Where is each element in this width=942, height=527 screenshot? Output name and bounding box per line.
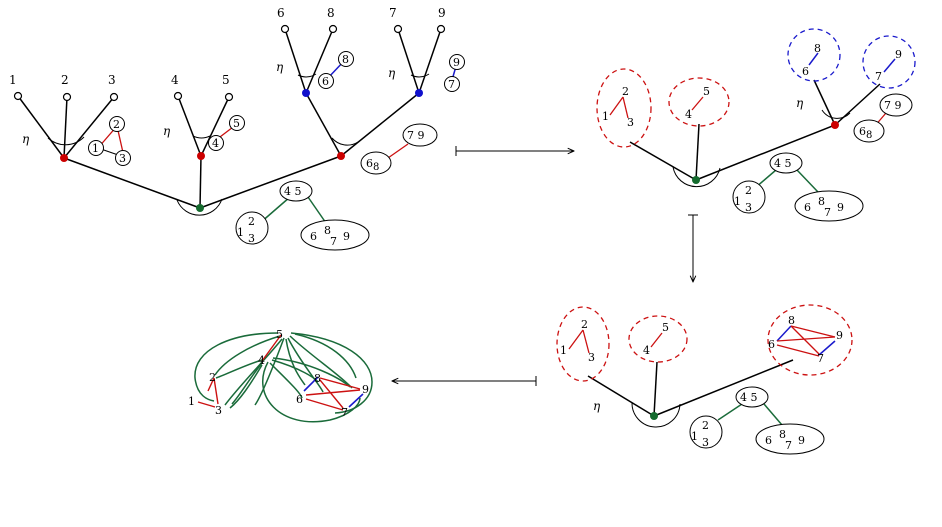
panel-tree-initial: 1 2 3 4 5 6 8 7 9 η η η η 2 1 3 5 4 bbox=[9, 6, 465, 251]
node-label: 6 bbox=[768, 338, 775, 351]
node-label: 1 bbox=[188, 395, 195, 408]
node-label: 1 bbox=[691, 430, 698, 443]
node-label: 4 bbox=[212, 137, 219, 150]
node-label: 4 5 bbox=[284, 185, 302, 198]
eta-label: η bbox=[22, 132, 30, 146]
leaf-label: 2 bbox=[61, 73, 69, 87]
node-label: 3 bbox=[588, 351, 595, 364]
node-label: 5 bbox=[233, 117, 240, 130]
node-label: 8 bbox=[342, 53, 349, 66]
node-label: 8 bbox=[814, 42, 821, 55]
eta-label: η bbox=[163, 124, 171, 138]
leaf-label: 7 bbox=[389, 6, 397, 20]
node-label: 2 bbox=[622, 85, 629, 98]
node-label: 8 bbox=[779, 428, 786, 441]
node-label: 8 bbox=[324, 224, 331, 237]
node-label: 5 bbox=[276, 328, 283, 341]
panel-final-graph: 5 4 2 1 3 8 6 9 7 bbox=[188, 328, 373, 423]
node-label: 3 bbox=[627, 116, 634, 129]
node-label: 7 9 bbox=[884, 99, 902, 112]
panel-tree-step3: η 1 2 3 4 5 8 6 9 7 4 5 1 2 bbox=[556, 304, 853, 455]
node-label: 7 bbox=[448, 78, 455, 91]
node-label: 6 bbox=[296, 393, 303, 406]
node-label: 4 bbox=[643, 344, 650, 357]
graph-123-small: 2 1 3 bbox=[88, 116, 131, 166]
node-label: 3 bbox=[215, 404, 222, 417]
node-label: 9 bbox=[837, 201, 844, 214]
node-label: 7 9 bbox=[407, 129, 425, 142]
node-label: 7 bbox=[817, 352, 824, 365]
node-label: 2 bbox=[113, 118, 120, 131]
panel-tree-step2: η 1 2 3 4 5 8 6 9 7 7 9 68 4 5 1 2 bbox=[596, 28, 916, 222]
node-label: 2 bbox=[248, 215, 255, 228]
node-label: 6 bbox=[804, 201, 811, 214]
node-label: 1 bbox=[734, 195, 741, 208]
node-label: 4 bbox=[685, 108, 692, 121]
node-label: 7 bbox=[341, 406, 348, 419]
node-label: 5 bbox=[703, 85, 710, 98]
node-label: 2 bbox=[702, 419, 709, 432]
node-label: 7 bbox=[785, 439, 792, 452]
node-label: 4 5 bbox=[774, 157, 792, 170]
eta-label: η bbox=[276, 60, 284, 74]
node-label: 7 bbox=[824, 206, 831, 219]
node-label: 3 bbox=[745, 201, 752, 214]
node-label: 6 bbox=[802, 65, 809, 78]
node-label: 1 bbox=[560, 344, 567, 357]
node-label: 1 bbox=[92, 142, 99, 155]
node-label: 9 bbox=[453, 56, 460, 69]
eta-label: η bbox=[796, 96, 804, 110]
leaf-label: 4 bbox=[171, 73, 179, 87]
node-label: 7 bbox=[875, 70, 882, 83]
node-label: 6 bbox=[765, 434, 772, 447]
leaf-label: 6 bbox=[277, 6, 285, 20]
node-label: 2 bbox=[745, 184, 752, 197]
leaf-label: 5 bbox=[222, 73, 230, 87]
eta-label: η bbox=[593, 399, 601, 413]
node-label: 9 bbox=[798, 434, 805, 447]
eta-label: η bbox=[388, 66, 396, 80]
node-label: 1 bbox=[237, 226, 244, 239]
node-label: 6 bbox=[310, 230, 317, 243]
node-label: 8 bbox=[818, 195, 825, 208]
node-label: 9 bbox=[836, 329, 843, 342]
node-label: 4 bbox=[258, 354, 265, 367]
node-label: 9 bbox=[362, 383, 369, 396]
node-label: 8 bbox=[314, 372, 321, 385]
graph-6789 bbox=[776, 325, 836, 357]
node-label: 8 bbox=[788, 314, 795, 327]
node-label: 5 bbox=[662, 321, 669, 334]
node-label: 3 bbox=[248, 232, 255, 245]
node-label: 6 bbox=[322, 75, 329, 88]
node-label: 1 bbox=[602, 110, 609, 123]
leaf-label: 8 bbox=[327, 6, 335, 20]
node-label: 9 bbox=[343, 230, 350, 243]
leaf-label: 1 bbox=[9, 73, 17, 87]
node-label: 3 bbox=[119, 152, 126, 165]
node-label: 2 bbox=[581, 318, 588, 331]
node-label: 7 bbox=[330, 235, 337, 248]
node-label: 2 bbox=[209, 371, 216, 384]
leaf-label: 3 bbox=[108, 73, 116, 87]
node-label: 3 bbox=[702, 436, 709, 449]
leaf-label: 9 bbox=[438, 6, 446, 20]
node-label: 9 bbox=[895, 48, 902, 61]
node-label: 4 5 bbox=[740, 391, 758, 404]
